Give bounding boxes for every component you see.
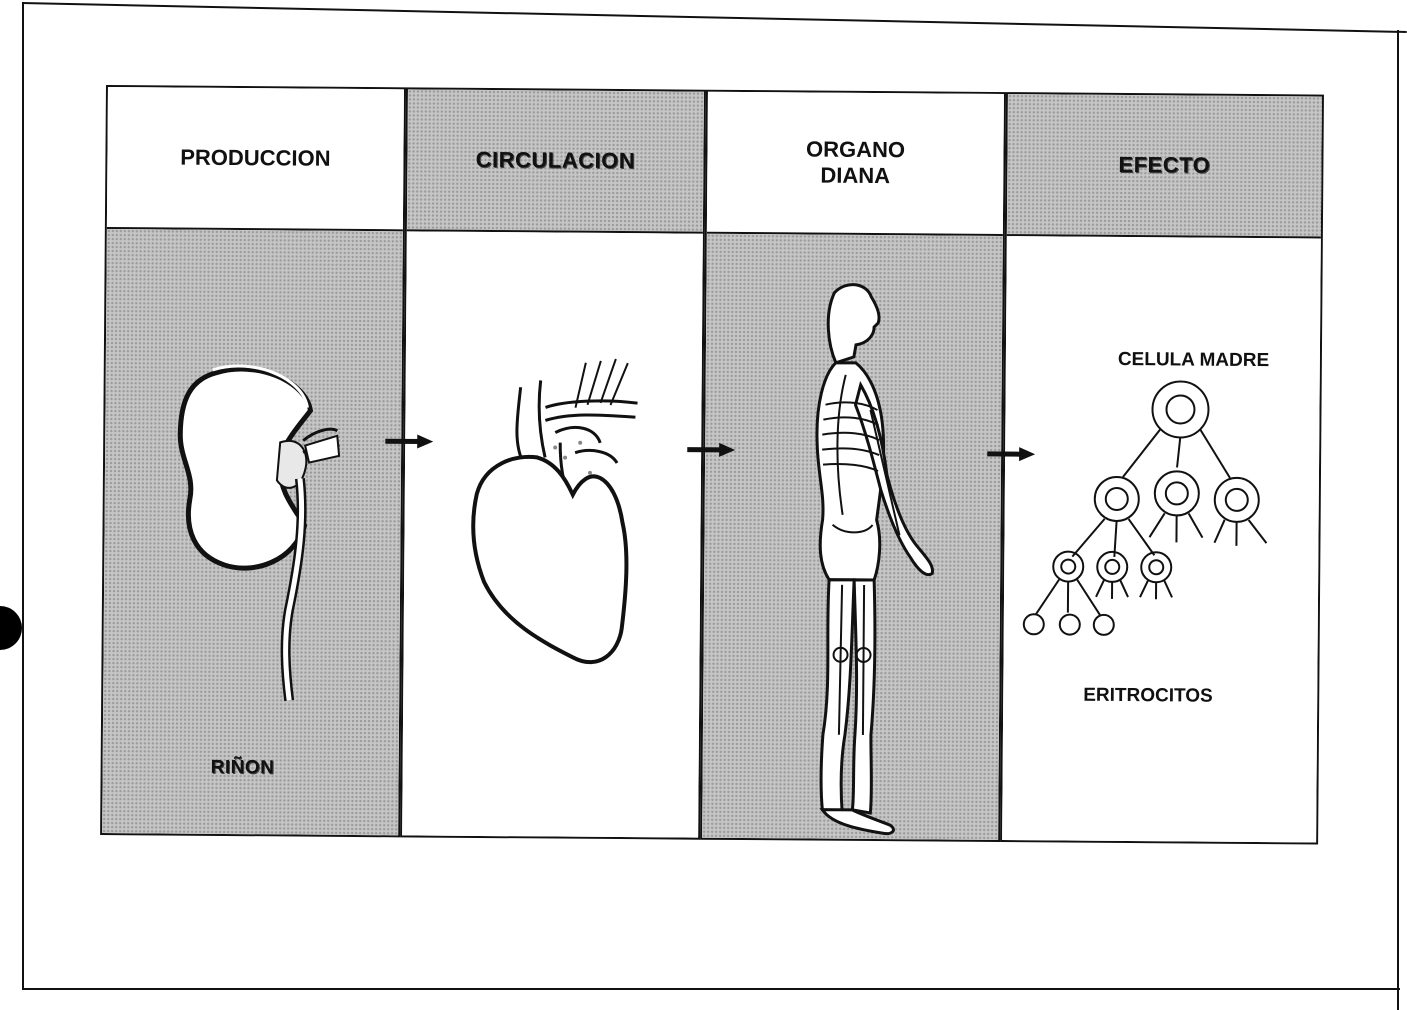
header-organo-diana: ORGANO DIANA [707, 92, 1004, 236]
kidney-icon [102, 229, 403, 835]
header-efecto-text: EFECTO [1118, 152, 1210, 179]
column-produccion: PRODUCCION RIÑON [100, 85, 406, 837]
header-produccion: PRODUCCION [107, 87, 404, 231]
body-circulacion [402, 231, 703, 837]
column-circulacion: CIRCULACION [400, 87, 706, 839]
human-body-icon [702, 234, 1003, 840]
column-organo-diana: ORGANO DIANA [700, 90, 1006, 842]
binder-hole [0, 606, 22, 650]
header-efecto: EFECTO [1007, 94, 1322, 238]
frame-right-border [1397, 30, 1399, 1010]
column-efecto: EFECTO CELULA MADRE [1000, 92, 1324, 844]
frame-left-border [22, 2, 24, 990]
header-circulacion-text: CIRCULACION [476, 147, 636, 174]
arrow-right-icon [385, 433, 433, 449]
process-table: PRODUCCION RIÑON CIRCULACION [100, 85, 1326, 855]
label-eritrocitos: ERITROCITOS [1083, 685, 1213, 708]
cell-tree-icon [1002, 236, 1321, 842]
arrow-right-icon [987, 446, 1035, 462]
body-produccion: RIÑON [102, 229, 403, 835]
heart-icon [402, 231, 703, 837]
frame-top-border [21, 2, 1406, 67]
arrow-right-icon [687, 442, 735, 458]
label-rinon: RIÑON [211, 757, 275, 779]
body-organo-diana [702, 234, 1003, 840]
header-organo-line1: ORGANO [806, 137, 905, 164]
header-produccion-text: PRODUCCION [180, 145, 331, 172]
header-circulacion: CIRCULACION [407, 89, 704, 233]
frame-bottom-border [22, 988, 1400, 990]
body-efecto: CELULA MADRE [1002, 236, 1321, 842]
header-organo-line2: DIANA [806, 162, 905, 189]
